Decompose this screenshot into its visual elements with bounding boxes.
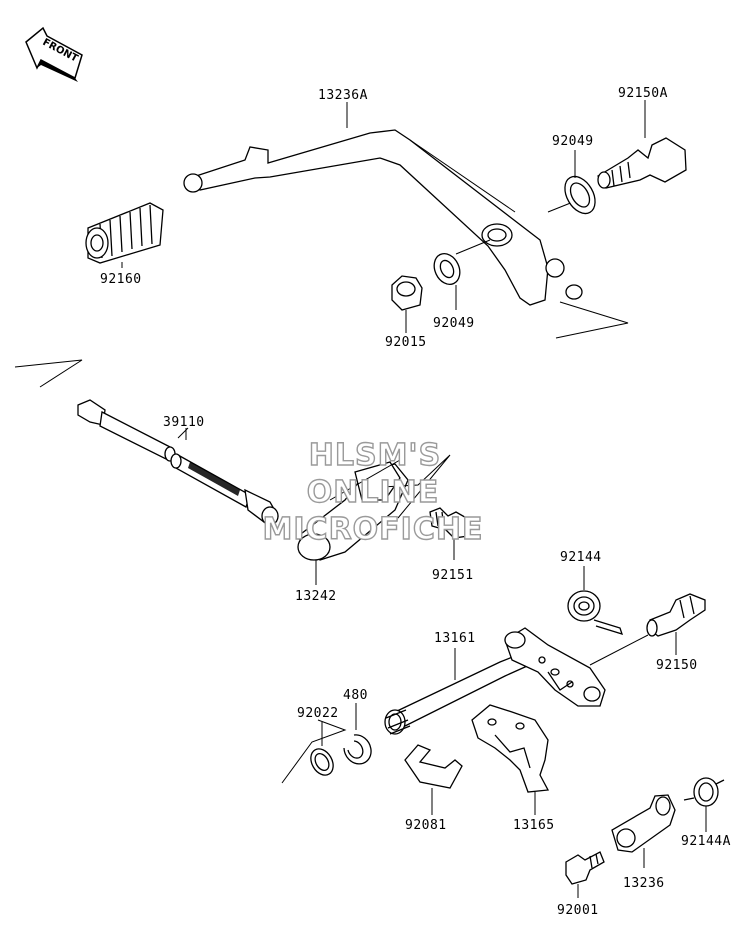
arm-13236-part (611, 794, 676, 868)
shift-shaft-13161-part (384, 627, 606, 735)
label-92150A: 92150A (618, 86, 668, 101)
spring-92144A-part (683, 777, 725, 832)
label-92049-top: 92049 (552, 134, 594, 149)
label-13161: 13161 (434, 631, 476, 646)
watermark-line-3: MICROFICHE (263, 512, 484, 547)
shift-lever-13242-part (296, 454, 451, 585)
washer-92022-part (281, 719, 347, 784)
circlip-480-part (343, 703, 372, 765)
label-13236A: 13236A (318, 88, 368, 103)
nut-92015-part (391, 275, 423, 333)
shift-pedal-group (183, 129, 629, 339)
label-92015: 92015 (385, 335, 427, 350)
label-92081: 92081 (405, 818, 447, 833)
label-92022: 92022 (297, 706, 339, 721)
label-92151: 92151 (432, 568, 474, 583)
pedal-rubber-part (85, 202, 164, 264)
bolt-92151-part (429, 507, 471, 560)
bolt-92001-part (565, 851, 605, 898)
front-arrow-icon: FRONT (25, 26, 83, 82)
spring-92144-part (567, 566, 624, 635)
label-92150: 92150 (656, 658, 698, 673)
bolt-92150A-part (597, 100, 687, 189)
label-13236: 13236 (623, 876, 665, 891)
label-480: 480 (343, 688, 368, 703)
clip-92081-part (404, 744, 463, 815)
label-13242: 13242 (295, 589, 337, 604)
label-92144A: 92144A (681, 834, 731, 849)
label-92049-lower: 92049 (433, 316, 475, 331)
label-92160: 92160 (100, 272, 142, 287)
washer-92049-lower-part (433, 252, 461, 310)
watermark: HLSM'S ONLINE MICROFICHE (262, 437, 484, 547)
label-92144: 92144 (560, 550, 602, 565)
label-92001: 92001 (557, 903, 599, 918)
watermark-line-2: ONLINE (307, 475, 440, 510)
watermark-line-1: HLSM'S (309, 438, 441, 473)
shift-plate-13165-part (471, 704, 550, 815)
tie-rod-group (14, 359, 279, 526)
label-13165: 13165 (513, 818, 555, 833)
label-39110: 39110 (163, 415, 205, 430)
seal-92049-top-part (564, 150, 596, 215)
bolt-92150-part (589, 593, 706, 666)
